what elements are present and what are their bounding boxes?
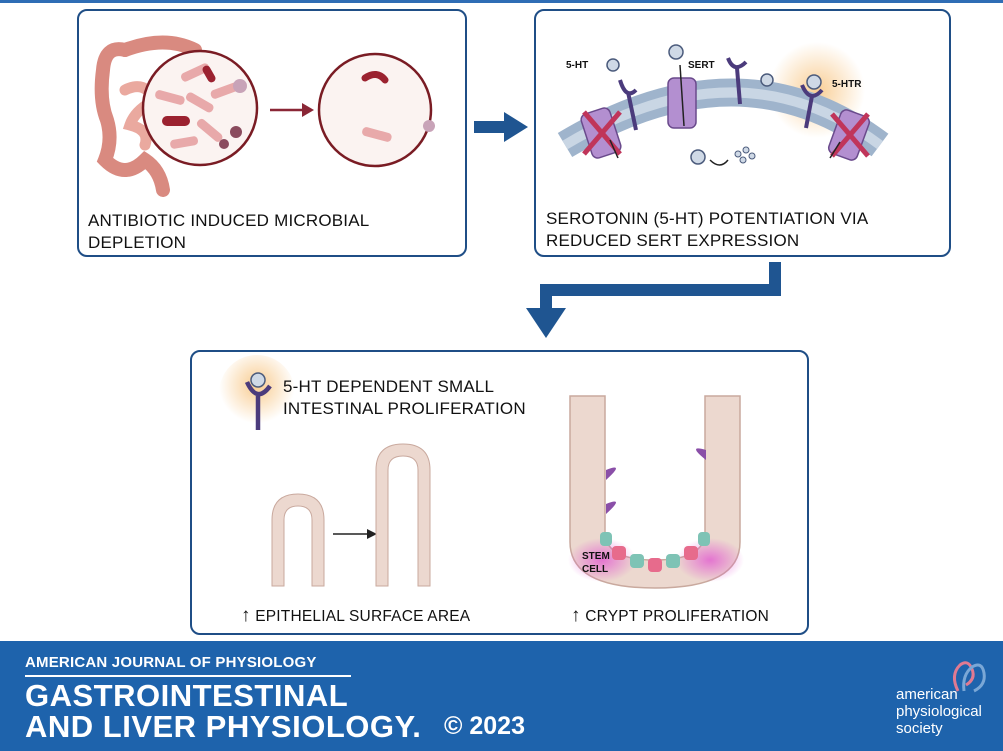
journal-name: AMERICAN JOURNAL OF PHYSIOLOGY: [25, 654, 317, 671]
magnified-bacteria-after: [317, 52, 435, 168]
society-logo-icon: [953, 661, 986, 693]
caption-epithelial: ↑ EPITHELIAL SURFACE AREA: [241, 605, 470, 627]
flow-arrow-down: [526, 262, 781, 338]
society-line3: society: [896, 720, 943, 737]
journal-title-line1: GASTROINTESTINAL: [25, 678, 349, 713]
panel2-caption: SEROTONIN (5-HT) POTENTIATION VIA REDUCE…: [546, 208, 868, 252]
society-line1: american: [896, 686, 958, 703]
journal-rule: [25, 675, 351, 677]
depletion-arrow: [270, 103, 314, 117]
stem-cell-label-line2: CELL: [582, 564, 609, 575]
top-rule: [0, 0, 1003, 4]
stem-cell-label: STEM CELL: [582, 550, 610, 576]
society-name: american physiological society: [896, 686, 982, 737]
panel3-title-line1: 5-HT DEPENDENT SMALL: [283, 377, 495, 396]
panel1-caption: ANTIBIOTIC INDUCED MICROBIAL DEPLETION: [88, 210, 369, 254]
panel2-caption-line2: REDUCED SERT EXPRESSION: [546, 231, 800, 250]
caption-crypt: ↑ CRYPT PROLIFERATION: [571, 605, 769, 627]
villus-tall: [375, 443, 431, 587]
label-5ht: 5-HT: [566, 60, 589, 71]
villus-short: [271, 493, 325, 587]
stem-cell-label-line1: STEM: [582, 551, 610, 562]
up-arrow-right: ↑: [571, 605, 581, 626]
intestine-illustration: [94, 35, 202, 197]
villus-arrow: [333, 529, 377, 539]
crypt-illustration: [568, 395, 744, 589]
label-5htr: 5-HTR: [832, 79, 862, 90]
panel1-caption-line2: DEPLETION: [88, 233, 187, 252]
flow-arrow-right: [474, 112, 528, 142]
panel3-title-line2: INTESTINAL PROLIFERATION: [283, 399, 526, 418]
panel1-caption-line1: ANTIBIOTIC INDUCED MICROBIAL: [88, 211, 370, 230]
society-line2: physiological: [896, 703, 982, 720]
caption-epithelial-text: EPITHELIAL SURFACE AREA: [255, 608, 471, 625]
journal-footer: [0, 641, 1003, 751]
cell-membrane-illustration: [557, 42, 889, 166]
panel3-title: 5-HT DEPENDENT SMALL INTESTINAL PROLIFER…: [283, 376, 526, 420]
journal-title-line2: AND LIVER PHYSIOLOGY.: [25, 709, 422, 744]
panel2-caption-line1: SEROTONIN (5-HT) POTENTIATION VIA: [546, 209, 869, 228]
copyright: © 2023: [444, 712, 525, 740]
label-sert: SERT: [688, 60, 715, 71]
caption-crypt-text: CRYPT PROLIFERATION: [585, 608, 770, 625]
activated-receptor-icon: [219, 355, 295, 431]
magnified-bacteria-before: [141, 49, 259, 167]
up-arrow-left: ↑: [241, 605, 251, 626]
